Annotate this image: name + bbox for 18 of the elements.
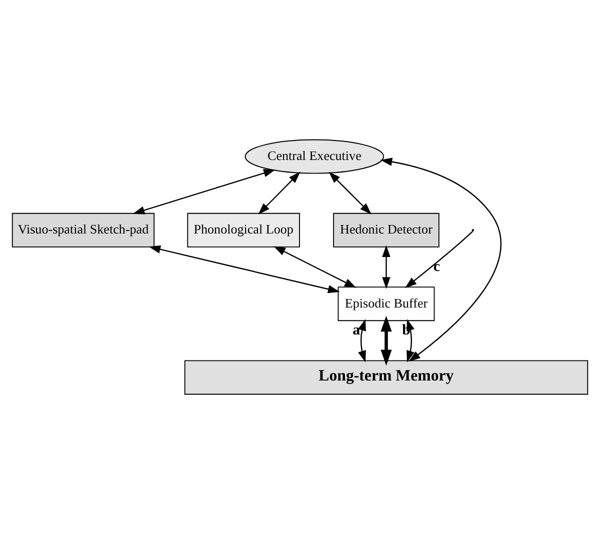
arrow: [328, 171, 372, 214]
node-box: Phonological Loop: [187, 212, 300, 247]
node-ellipse: Central Executive: [244, 138, 384, 174]
node-box: Episodic Buffer: [338, 286, 435, 321]
node-box: Hedonic Detector: [333, 212, 440, 247]
edge-label: a: [352, 322, 360, 338]
edge-label: c: [433, 258, 440, 274]
arrow: [274, 246, 356, 288]
arrow: [148, 244, 340, 293]
arrow: [380, 157, 502, 362]
arrow: [380, 315, 392, 366]
arrow: [258, 171, 300, 214]
arrow: [132, 168, 276, 214]
arrow: [382, 244, 390, 288]
arrow: [358, 318, 366, 362]
node-box: Long-term Memory: [184, 360, 588, 394]
arrow: [404, 230, 474, 288]
node-box: Visuo-spatial Sketch-pad: [12, 212, 155, 247]
